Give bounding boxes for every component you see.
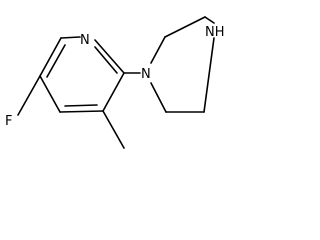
bond-c4-c5 [39,75,61,113]
bond-n-c2 [94,39,125,74]
bond-c2-c3 [102,72,125,112]
bond-pip-c6-n1 [150,82,167,113]
bond-c5-c6-inner [46,44,66,78]
bond-n-c2-inner [94,46,118,74]
bond-pip-nh-c5 [203,37,215,113]
atom-label-piperazine-n: N [141,67,151,82]
bond-c3-c4-inner [64,104,98,107]
bond-pip-c2-c3 [164,16,206,38]
atom-label-piperazine-nh: NH [205,25,225,40]
structure-diagram: N N NH F [5,16,225,149]
bond-c3-methyl [102,110,125,149]
atom-label-pyridine-n: N [80,33,90,48]
bond-c6-n [60,36,81,39]
bond-pip-c3-nh [204,16,215,24]
atom-label-fluorine: F [5,114,12,129]
bond-c5-fluorine [17,75,41,116]
bond-c3-c4 [59,110,104,113]
bond-c5-c6 [39,37,62,77]
bond-pip-n1-c2 [150,36,166,64]
